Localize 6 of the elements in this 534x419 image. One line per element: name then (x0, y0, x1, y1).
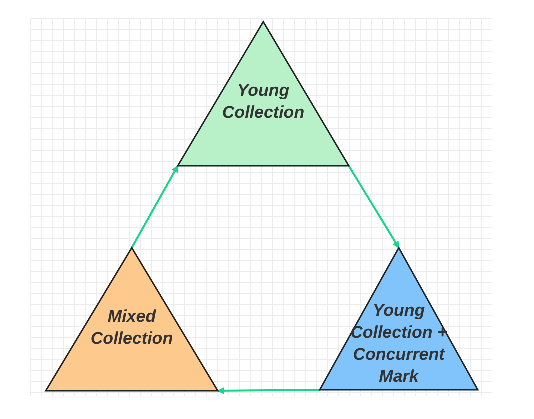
node-label: Mixed Collection (90, 306, 174, 350)
node-label: Young Collection + Concurrent Mark (350, 300, 448, 388)
arrow (217, 387, 320, 394)
node-label: Young Collection (221, 80, 306, 124)
arrow (348, 165, 400, 249)
arrow (131, 165, 179, 248)
